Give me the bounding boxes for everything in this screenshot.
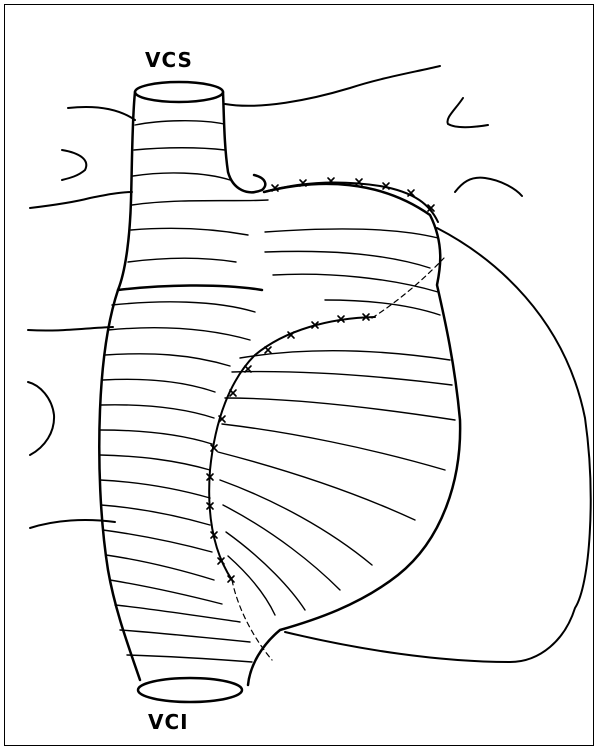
svc-opening: [135, 82, 223, 102]
left-outline: [99, 92, 140, 680]
background-tissue-contours: [28, 66, 591, 662]
suture-stitches: [207, 178, 434, 582]
svc-right-wall: [223, 92, 265, 192]
ivc-opening: [138, 678, 242, 702]
incision-lines: [232, 258, 444, 660]
atrium-border: [118, 285, 262, 290]
vcs-label: VCS: [145, 48, 193, 72]
suture-line-icon: [209, 183, 438, 580]
contour-stripes: [100, 121, 455, 662]
right-outline: [248, 184, 460, 685]
heart-outline: [99, 82, 460, 685]
vci-label: VCI: [148, 710, 189, 734]
